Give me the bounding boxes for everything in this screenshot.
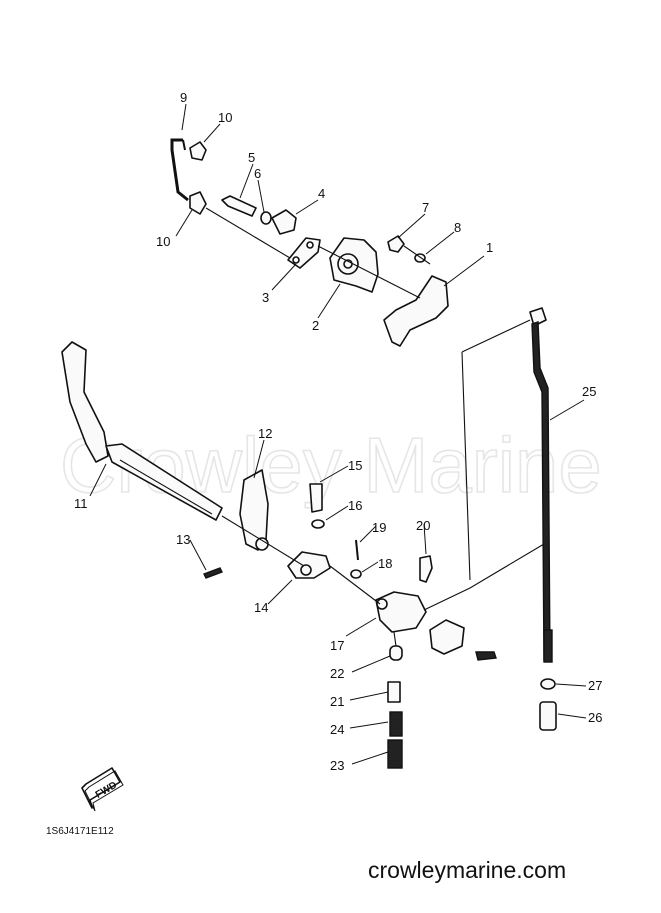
shift-rod-assembly	[461, 307, 557, 731]
ball	[389, 645, 403, 661]
rod-guide-line	[461, 319, 531, 353]
lever-handle	[61, 341, 109, 463]
callout-17: 17	[330, 638, 344, 653]
clamp-piece	[429, 619, 465, 655]
upper-assembly	[170, 138, 449, 347]
callout-20: 20	[416, 518, 430, 533]
collar	[271, 209, 297, 235]
callout-16: 16	[348, 498, 362, 513]
callout-15: 15	[348, 458, 362, 473]
screw-top	[419, 555, 433, 583]
bolt-joint	[309, 483, 323, 513]
spring-lower	[387, 739, 403, 769]
spring-upper	[389, 711, 403, 737]
bolt-bracket	[387, 235, 405, 253]
screw-side	[475, 651, 497, 661]
callout-13: 13	[176, 532, 190, 547]
lower-assembly	[203, 469, 545, 769]
bracket-plate	[383, 275, 449, 347]
callout-24: 24	[330, 722, 344, 737]
bolt-upper	[221, 195, 257, 217]
plunger	[387, 681, 401, 703]
joint-connector	[287, 551, 331, 579]
link-plate	[287, 237, 321, 269]
callout-10-top: 10	[218, 110, 232, 125]
callout-12: 12	[258, 426, 272, 441]
callout-6: 6	[254, 166, 261, 181]
callout-10-bottom: 10	[156, 234, 170, 249]
callout-1: 1	[486, 240, 493, 255]
callout-27: 27	[588, 678, 602, 693]
sleeve	[539, 701, 557, 731]
cotter-pin	[355, 539, 359, 561]
callout-21: 21	[330, 694, 344, 709]
washer-small	[350, 569, 362, 579]
callout-9: 9	[180, 90, 187, 105]
callout-22: 22	[330, 666, 344, 681]
callout-4: 4	[318, 186, 325, 201]
clip-bottom	[189, 191, 207, 215]
callout-3: 3	[262, 290, 269, 305]
callout-25: 25	[582, 384, 596, 399]
callout-19: 19	[372, 520, 386, 535]
callout-5: 5	[248, 150, 255, 165]
fwd-arrow-icon	[81, 767, 121, 809]
callout-2: 2	[312, 318, 319, 333]
callout-8: 8	[454, 220, 461, 235]
callout-18: 18	[378, 556, 392, 571]
rod-thread	[543, 629, 553, 663]
clip-top	[189, 141, 207, 161]
detent-block	[375, 591, 427, 633]
callout-14: 14	[254, 600, 268, 615]
nut	[540, 678, 556, 690]
shift-lever	[61, 341, 223, 521]
lever-shaft	[105, 443, 223, 521]
site-url[interactable]: crowleymarine.com	[368, 857, 566, 883]
callout-11: 11	[74, 496, 88, 511]
leader-lines	[89, 103, 587, 765]
callout-26: 26	[588, 710, 602, 725]
washer-upper	[260, 211, 272, 225]
washer-joint	[311, 519, 325, 529]
callout-7: 7	[422, 200, 429, 215]
pin-small	[203, 567, 223, 579]
wire-rod	[170, 138, 189, 202]
drawing-code: 1S6J4171E112	[46, 826, 114, 837]
forward-direction-indicator: FWD	[81, 767, 124, 812]
rod-eye	[529, 307, 547, 327]
callout-23: 23	[330, 758, 344, 773]
callout-labels: 9 10 5 6 4 7 8 1 10 3 2 11 12 13 15 16 1…	[74, 90, 602, 773]
